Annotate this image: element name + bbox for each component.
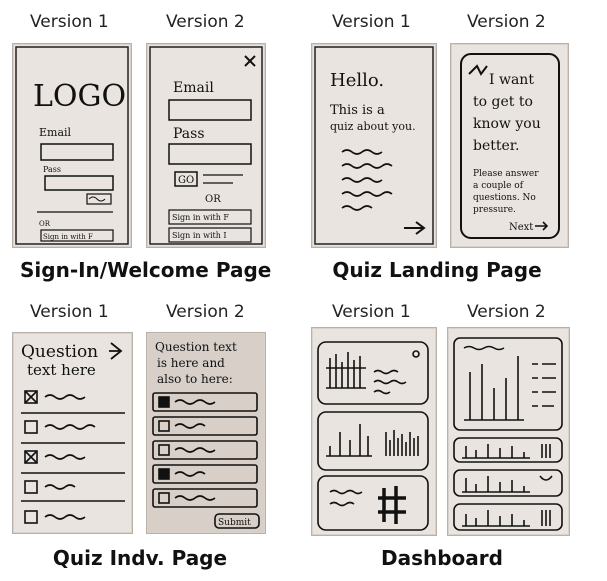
body-line-4: pressure.	[473, 205, 516, 215]
version-1-label: Version 1	[30, 12, 109, 32]
caption-signin: Sign-In/Welcome Page	[20, 258, 272, 282]
heading-line-4: better.	[473, 138, 519, 154]
caption-landing: Quiz Landing Page	[332, 258, 542, 282]
logo-text: LOGO	[33, 79, 126, 114]
question-line-1: Question text	[155, 340, 237, 354]
arrow-right-icon	[535, 221, 549, 231]
signin-label: Sign in with F	[43, 233, 93, 241]
version-1-label: Version 1	[30, 302, 109, 322]
intro-line-1: This is a	[330, 103, 385, 118]
caption-dashboard: Dashboard	[381, 546, 503, 570]
sketch-dashboard-v2	[447, 327, 570, 536]
sketch-landing-v2: I want to get to know you better. Please…	[450, 43, 569, 248]
or-label: OR	[205, 194, 221, 205]
next-label: Next	[509, 222, 533, 233]
signin-f-label: Sign in with F	[172, 213, 229, 222]
caption-quiz: Quiz Indv. Page	[52, 546, 228, 570]
version-2-label: Version 2	[166, 12, 245, 32]
version-1-label: Version 1	[332, 12, 411, 32]
body-line-1: Please answer	[473, 169, 539, 179]
heading-line-2: to get to	[473, 94, 533, 110]
version-1-label: Version 1	[332, 302, 411, 322]
question-line-1: Question	[21, 342, 98, 362]
sketch-quiz-v2: Question text is here and also to here: …	[146, 332, 266, 534]
sketch-landing-v1: Hello. This is a quiz about you.	[311, 43, 437, 248]
heading-line-1: I want	[489, 72, 534, 88]
body-line-3: questions. No	[473, 193, 536, 203]
version-2-label: Version 2	[166, 302, 245, 322]
arrow-right-icon	[109, 342, 123, 360]
arrow-right-icon	[404, 221, 426, 235]
email-label: Email	[173, 80, 214, 96]
version-2-label: Version 2	[467, 12, 546, 32]
heading-line-3: know you	[473, 116, 541, 132]
pass-label: Pass	[43, 165, 61, 174]
body-line-2: a couple of	[473, 181, 524, 191]
email-label: Email	[39, 126, 72, 139]
sketch-dashboard-v1	[311, 327, 437, 536]
sketch-signin-v2: Email Pass GO OR Sign in with F Sign in …	[146, 43, 266, 248]
question-line-2: text here	[27, 361, 96, 379]
question-line-3: also to here:	[157, 372, 233, 386]
version-2-label: Version 2	[467, 302, 546, 322]
hello-text: Hello.	[330, 70, 384, 91]
signin-i-label: Sign in with I	[172, 231, 227, 240]
intro-line-2: quiz about you.	[330, 120, 416, 133]
question-line-2: is here and	[157, 356, 225, 370]
sketch-signin-v1: LOGO Email Pass OR Sign in with F	[12, 43, 132, 248]
sketch-quiz-v1: Question text here	[12, 332, 133, 534]
or-label: OR	[39, 220, 51, 228]
go-label: GO	[178, 175, 194, 186]
submit-label: Submit	[218, 518, 251, 528]
close-icon	[244, 55, 256, 67]
pass-label: Pass	[173, 126, 205, 142]
